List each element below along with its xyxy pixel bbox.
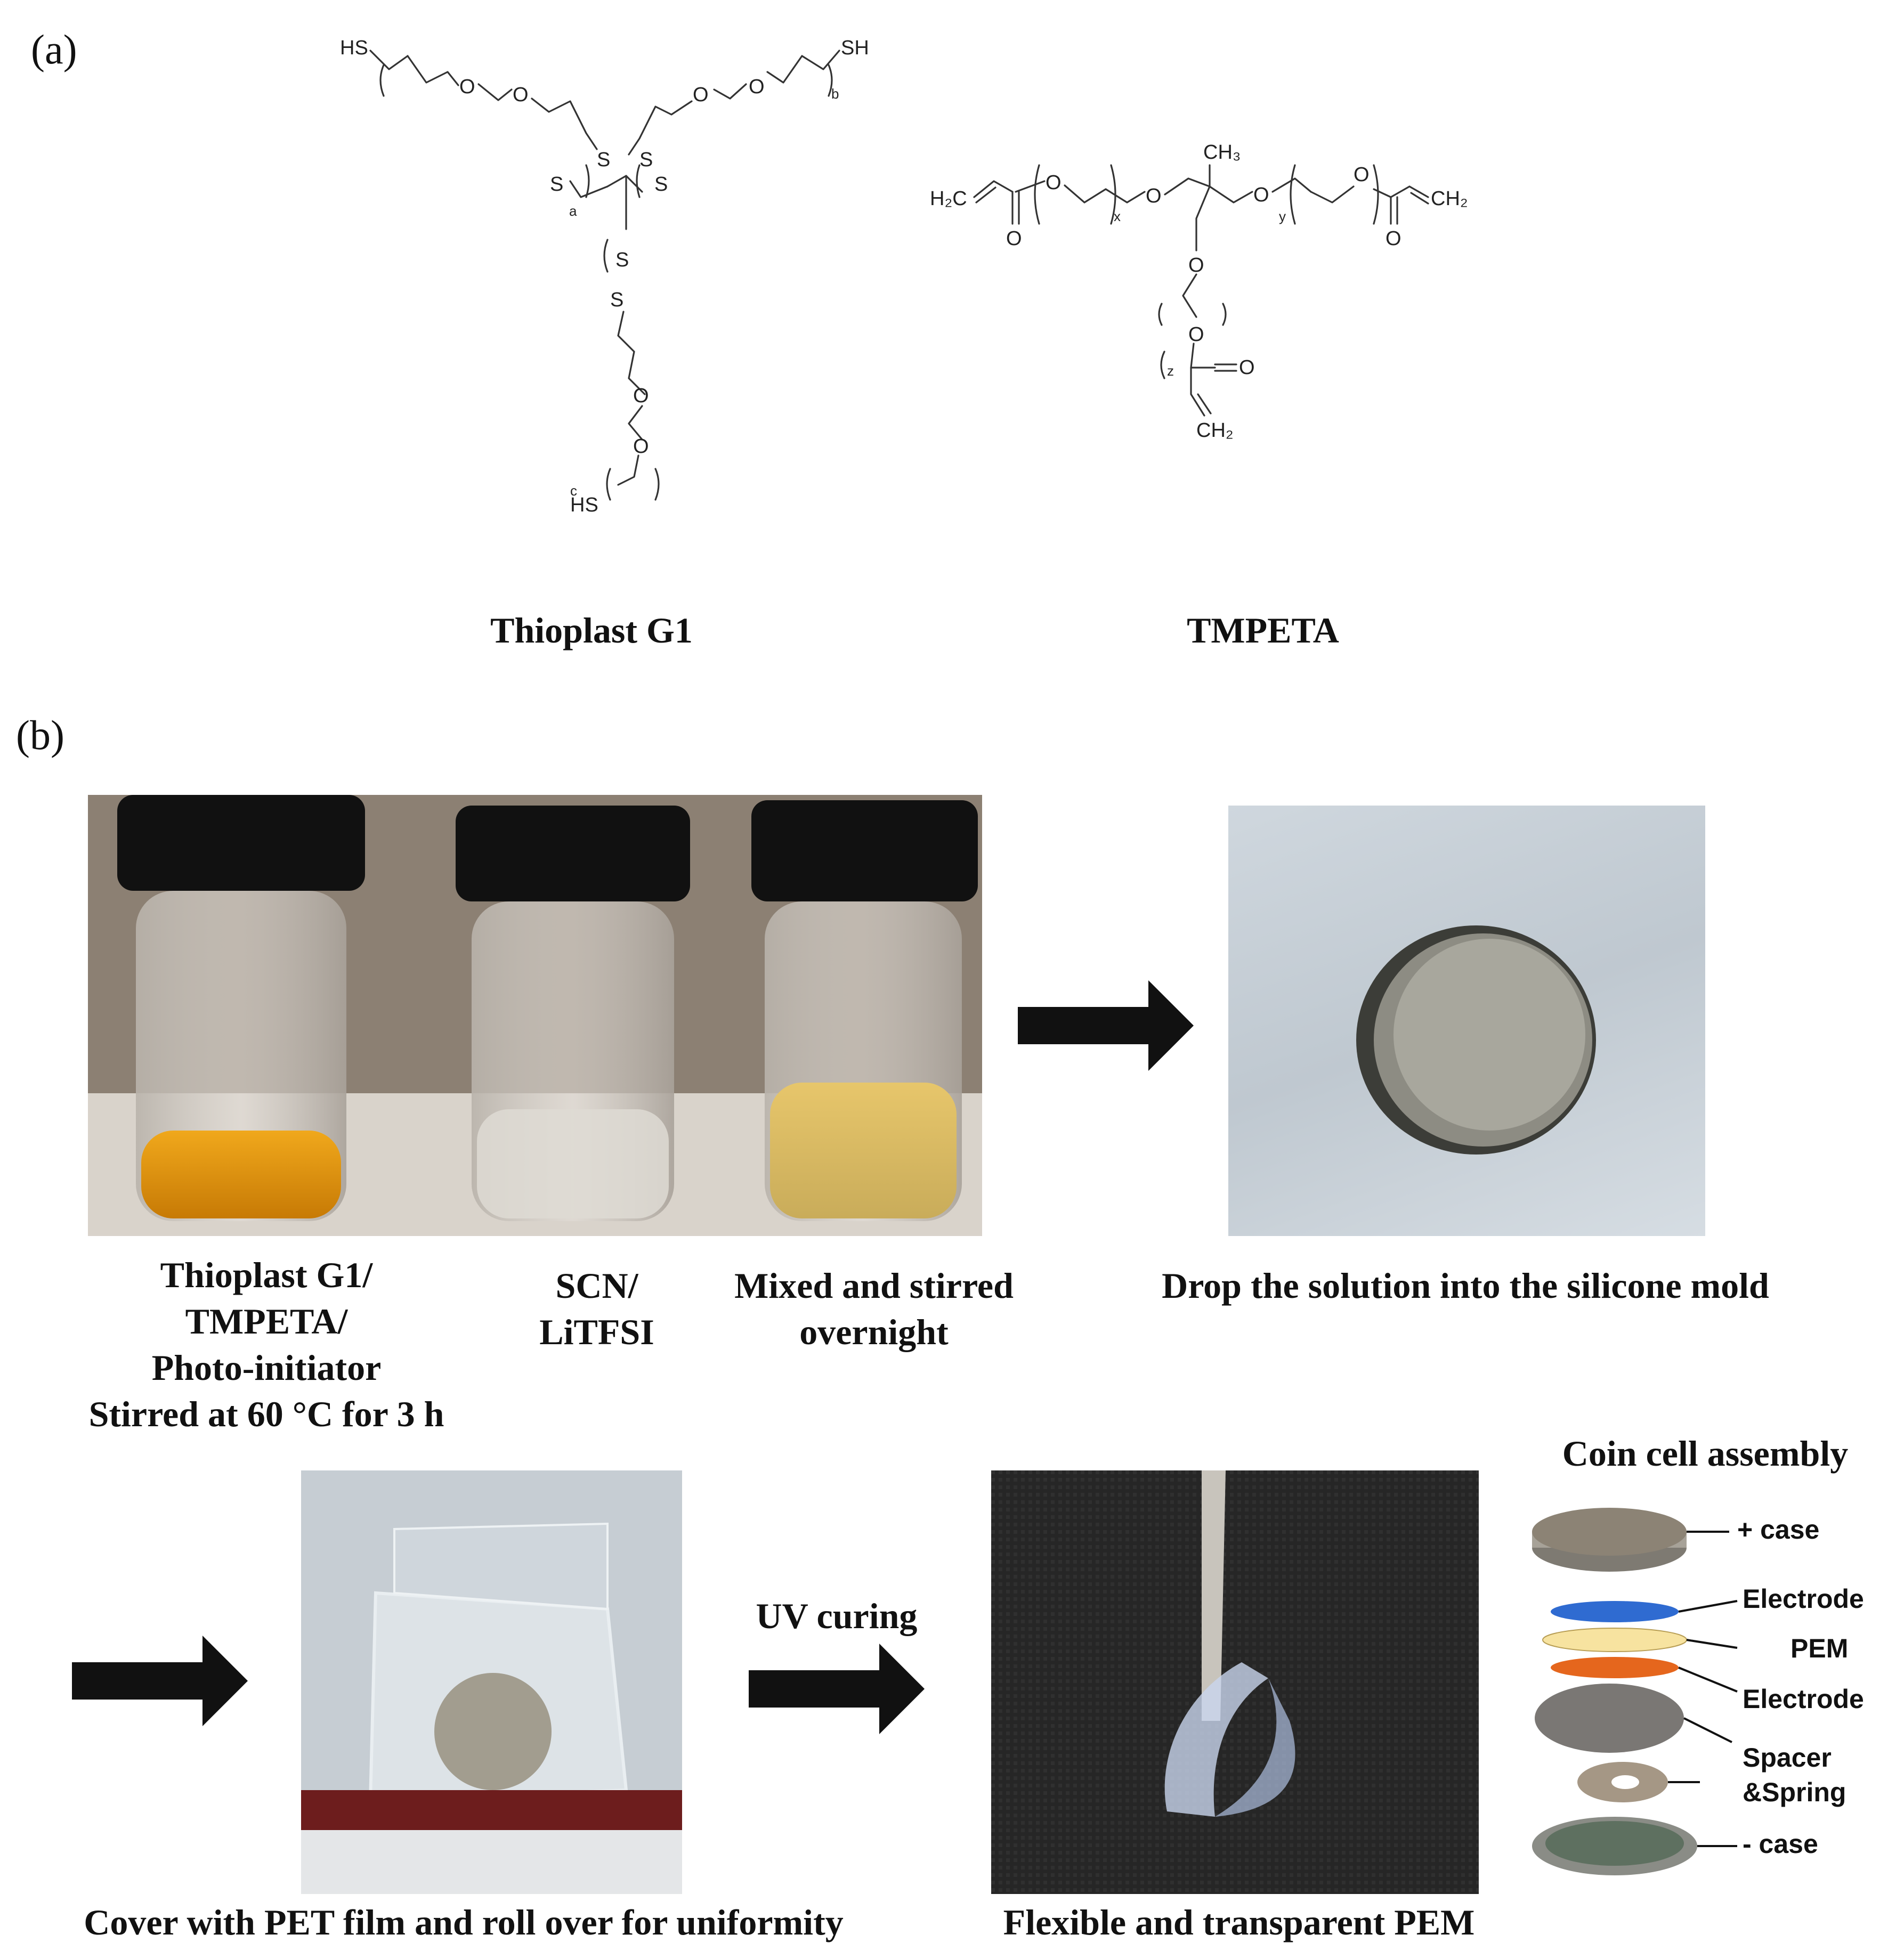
tmpeta-o-carbonyl-right: O [1386,227,1401,250]
tmpeta-o-6: O [1188,323,1204,346]
electrode-top-icon [1551,1601,1679,1622]
thioplast-g1-label: Thioplast G1 [490,610,693,651]
thioplast-sh-top-right: SH [841,37,869,59]
uv-curing-label: UV curing [756,1596,918,1636]
coin-label-electrode-top: Electrode [1743,1584,1864,1614]
electrode-bottom-icon [1551,1657,1679,1678]
thioplast-s-6: S [610,289,623,311]
vial-3-caption: Mixed and stirred overnight [703,1263,1044,1355]
vial-2-caption-line-1: SCN/ [555,1265,638,1306]
tmpeta-ch2-bottom: CH₂ [1196,419,1234,442]
thioplast-s-5: S [615,249,629,271]
tmpeta-ch2-right: CH₂ [1431,188,1468,210]
arrow-right-icon [72,1636,248,1726]
tmpeta-sub-y: y [1279,208,1286,224]
vial-2-caption-line-2: LiTFSI [539,1312,654,1353]
tmpeta-structure: H₂C O O x O CH₃ O y O O CH₂ O O O z CH₂ [930,141,1468,442]
coin-label-minus-case: - case [1743,1829,1818,1859]
panel-b-label: (b) [16,712,64,758]
flexible-pem-photo [991,1470,1479,1894]
tmpeta-o-4: O [1354,164,1370,186]
tmpeta-ch3: CH₃ [1203,141,1241,164]
pet-film-caption: Cover with PET film and roll over for un… [84,1902,844,1942]
coin-cell-title: Coin cell assembly [1562,1433,1849,1474]
thioplast-s-4: S [654,173,668,196]
tmpeta-sub-x: x [1114,208,1121,224]
tmpeta-o-5: O [1188,254,1204,277]
mold-caption: Drop the solution into the silicone mold [1162,1265,1769,1306]
coin-label-spring: &Spring [1743,1777,1846,1807]
coin-label-electrode-bottom: Electrode [1743,1684,1864,1714]
thioplast-o-2: O [513,84,529,106]
silicone-mold-photo [1228,806,1705,1236]
vial-1-caption-line-2: TMPETA/ [185,1301,348,1342]
spacer-icon [1535,1684,1684,1753]
vial-3-caption-line-2: overnight [799,1312,949,1353]
thioplast-s-2: S [550,173,563,196]
tmpeta-o-3: O [1253,184,1269,206]
thioplast-s-1: S [597,149,610,171]
arrow-right-icon [1018,980,1194,1071]
coin-label-plus-case: + case [1737,1515,1820,1545]
thioplast-hs-top-left: HS [340,37,368,59]
vial-1-caption-line-1: Thioplast G1/ [160,1255,373,1295]
vial-2-caption: SCN/ LiTFSI [490,1263,703,1355]
thioplast-o-5: O [633,385,649,407]
thioplast-o-3: O [749,76,765,98]
pem-layer-icon [1542,1628,1687,1652]
thioplast-o-6: O [633,435,649,458]
thioplast-s-3: S [639,149,653,171]
coin-label-pem: PEM [1790,1633,1849,1663]
pem-illustration [991,1470,1479,1894]
thioplast-sub-c: c [570,483,577,499]
vial-3-caption-line-1: Mixed and stirred [734,1265,1014,1306]
tmpeta-o-2: O [1146,185,1162,207]
arrow-right-icon [749,1644,925,1734]
tmpeta-o-carbonyl-left: O [1006,227,1022,250]
tmpeta-o-carbonyl-bottom: O [1239,356,1255,379]
vials-photo [88,795,982,1236]
vial-1-caption-line-3: Photo-initiator [151,1347,382,1388]
thioplast-o-4: O [693,84,709,106]
tmpeta-label: TMPETA [1187,610,1339,651]
vials-illustration [88,795,982,1236]
thioplast-g1-structure: HS O O S S a SH b O O S S S S O O c HS [340,37,869,516]
pem-caption: Flexible and transparent PEM [1003,1902,1475,1942]
mold-illustration [1356,925,1596,1155]
pet-film-photo [301,1470,682,1894]
tmpeta-o-1: O [1046,172,1062,194]
thioplast-o-1: O [459,76,475,98]
vial-1-caption: Thioplast G1/ TMPETA/ Photo-initiator St… [69,1252,464,1437]
pet-film-illustration [301,1470,682,1894]
panel-a-label: (a) [31,26,77,72]
tmpeta-sub-z: z [1167,363,1174,379]
vial-1-caption-line-4: Stirred at 60 °C for 3 h [88,1394,444,1435]
coin-cell-diagram [1532,1508,1738,1875]
thioplast-hs-bottom: HS [570,494,598,516]
coin-label-spacer: Spacer [1743,1743,1832,1773]
thioplast-sub-b: b [831,86,839,102]
tmpeta-h2c: H₂C [930,188,967,210]
thioplast-sub-a: a [569,203,577,219]
